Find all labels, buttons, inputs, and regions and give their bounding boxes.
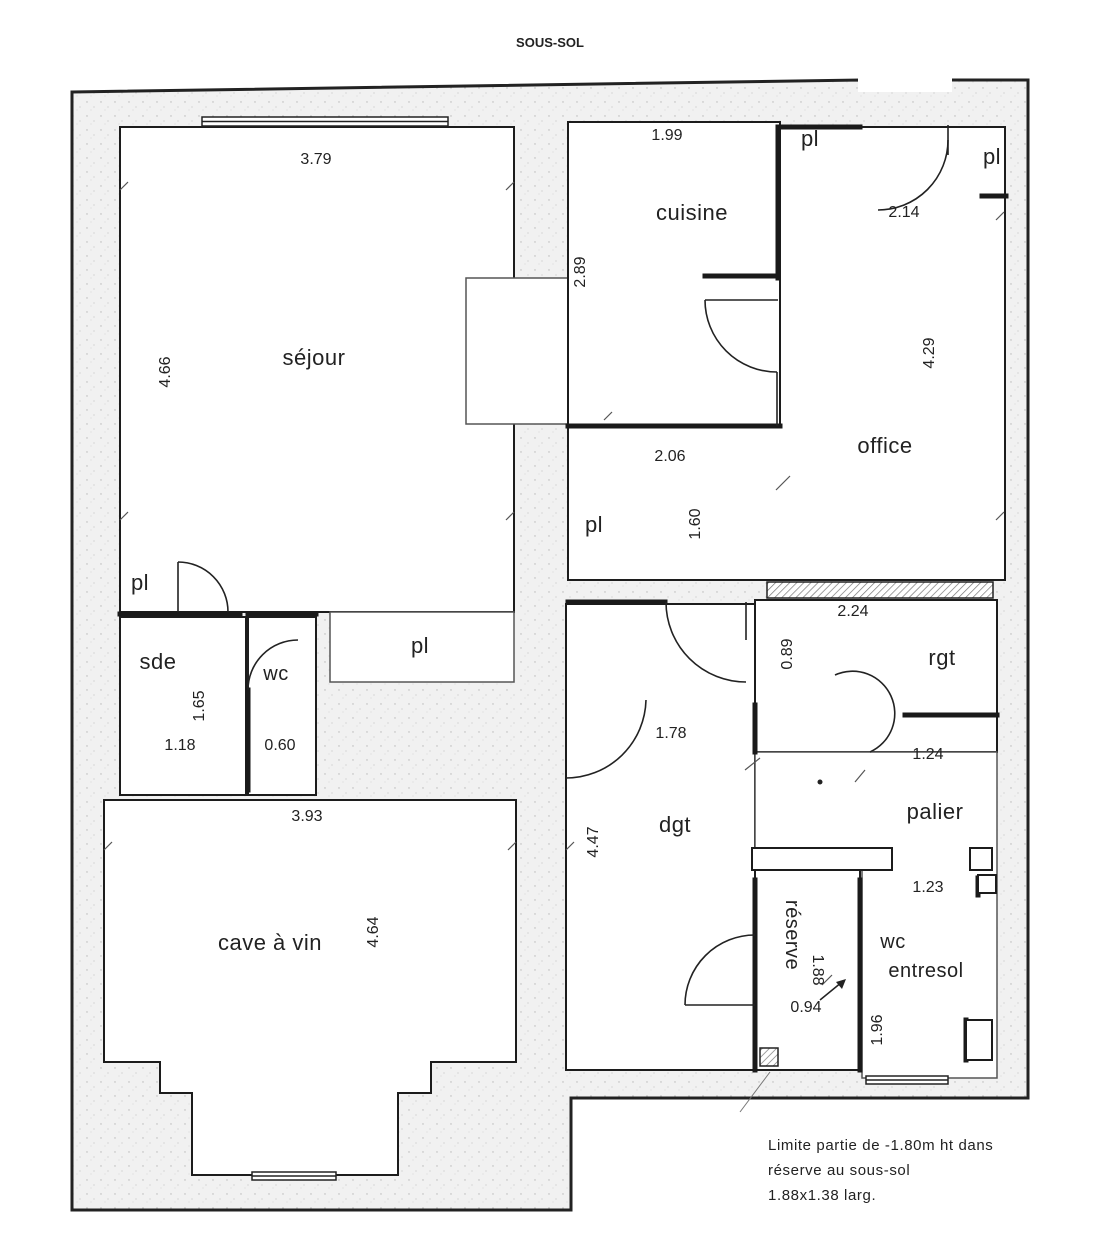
- door-swings: [177, 125, 949, 1006]
- dim-cuisine-height: 2.89: [572, 256, 589, 287]
- dim-cave-height: 4.64: [365, 916, 382, 947]
- fixtures: [751, 847, 997, 1061]
- label-palier: palier: [907, 799, 964, 824]
- label-pl-top2: pl: [983, 144, 1001, 169]
- dim-cave-width: 3.93: [291, 808, 322, 825]
- label-wc-entresol-1: wc: [879, 931, 905, 953]
- room-wc: [247, 616, 317, 796]
- counter-palier: [751, 847, 893, 871]
- dim-palier-lower: 1.23: [912, 879, 943, 896]
- dim-palier-width: 1.24: [912, 746, 943, 763]
- dim-office-lower-height: 1.60: [687, 508, 704, 539]
- closet-pl: [329, 611, 515, 683]
- tick-marks: [103, 181, 1005, 986]
- room-sde: [119, 616, 247, 796]
- shaft-square: [759, 1047, 779, 1067]
- note-line-1: Limite partie de -1.80m ht dans: [768, 1137, 993, 1154]
- dim-office-width: 2.14: [888, 204, 919, 221]
- dot-marker: [817, 779, 823, 785]
- room-rgt: [754, 599, 998, 753]
- room-reserve: [754, 867, 861, 1071]
- hatched-wall: [766, 581, 994, 599]
- label-reserve: réserve: [781, 900, 803, 970]
- dim-wc-width: 0.60: [264, 737, 295, 754]
- label-pl-office: pl: [585, 512, 603, 537]
- fixture-right-low: [977, 874, 997, 894]
- label-cave: cave à vin: [218, 930, 322, 955]
- dim-sejour-width: 3.79: [300, 151, 331, 168]
- passage: [465, 277, 569, 425]
- label-office: office: [857, 433, 912, 458]
- dim-sejour-height: 4.66: [157, 356, 174, 387]
- dim-reserve-height: 1.88: [809, 954, 826, 985]
- dim-sde-width: 1.18: [164, 737, 195, 754]
- label-sde: sde: [140, 649, 177, 674]
- label-wc-entresol-2: entresol: [888, 960, 963, 982]
- label-dgt: dgt: [659, 812, 691, 837]
- label-pl-sejour: pl: [131, 570, 149, 595]
- dim-dgt-width: 1.78: [655, 725, 686, 742]
- windows: [201, 116, 949, 1181]
- fixture-wc-entresol: [965, 1019, 993, 1061]
- dim-wc-entresol-height: 1.96: [869, 1014, 886, 1045]
- heavy-walls: [117, 124, 1009, 1073]
- dim-sde-height: 1.65: [191, 690, 208, 721]
- arrow-icon: [819, 979, 846, 1001]
- dim-office-height: 4.29: [921, 337, 938, 368]
- label-wc: wc: [262, 663, 288, 685]
- note-line-2: réserve au sous-sol: [768, 1162, 910, 1179]
- room-floors: [103, 121, 1006, 1176]
- label-pl-center: pl: [411, 633, 429, 658]
- label-cuisine: cuisine: [656, 200, 728, 225]
- note-line-3: 1.88x1.38 larg.: [768, 1187, 876, 1204]
- label-rgt: rgt: [928, 645, 955, 670]
- dim-cuisine-width: 1.99: [651, 127, 682, 144]
- room-cave: [103, 799, 517, 1176]
- dim-dgt-height: 4.47: [585, 826, 602, 857]
- dim-reserve-width: 0.94: [790, 999, 821, 1016]
- room-sejour: [119, 126, 515, 613]
- dim-rgt-width: 2.24: [837, 603, 868, 620]
- fixture-right: [969, 847, 993, 871]
- page-title: SOUS-SOL: [516, 35, 584, 50]
- dim-office-lower-width: 2.06: [654, 448, 685, 465]
- label-pl-top1: pl: [801, 126, 819, 151]
- label-sejour: séjour: [283, 345, 346, 370]
- note-leader-line: [739, 1071, 771, 1113]
- dim-rgt-height: 0.89: [779, 638, 796, 669]
